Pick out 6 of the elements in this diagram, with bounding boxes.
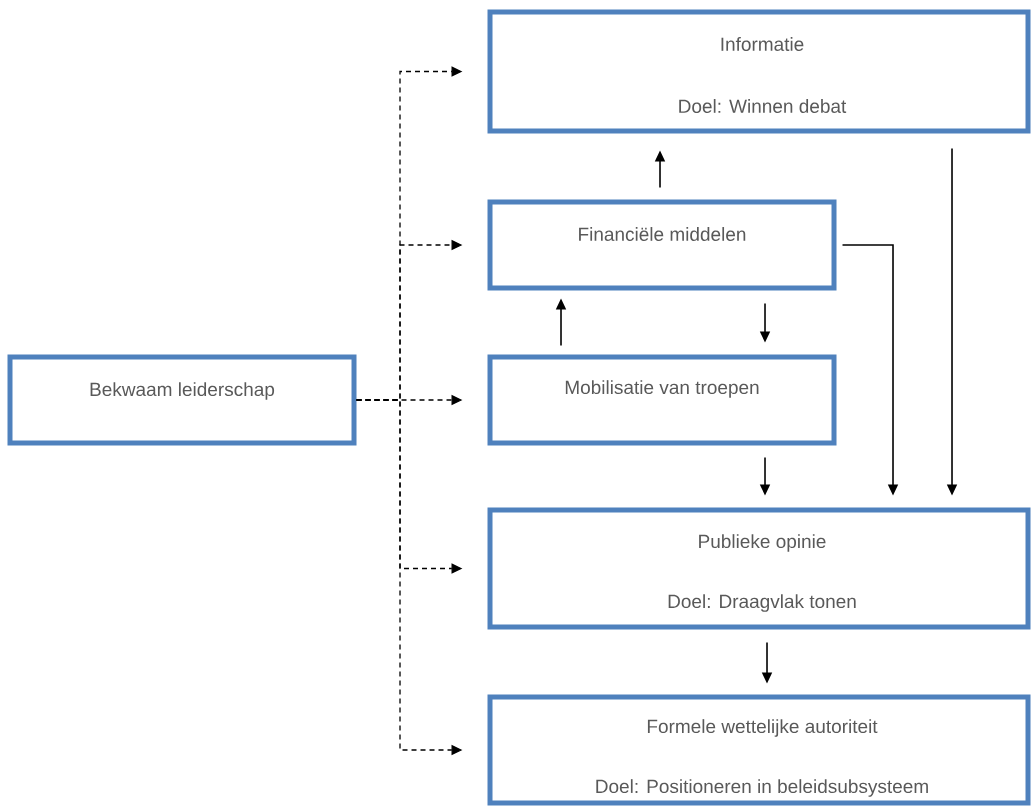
process-box: Bekwaam leiderschap	[7, 354, 357, 446]
process-box: Informatie Doel: Winnen debat	[487, 9, 1031, 134]
process-box: Financiële middelen	[487, 199, 837, 291]
process-box: Formele wettelijke autoriteit Doel: Positioneren in beleidsubsysteem	[487, 694, 1031, 806]
process-box: Mobilisatie van troepen	[487, 354, 837, 446]
process-box: Publieke opinie Doel: Draagvlak tonen	[487, 507, 1031, 630]
